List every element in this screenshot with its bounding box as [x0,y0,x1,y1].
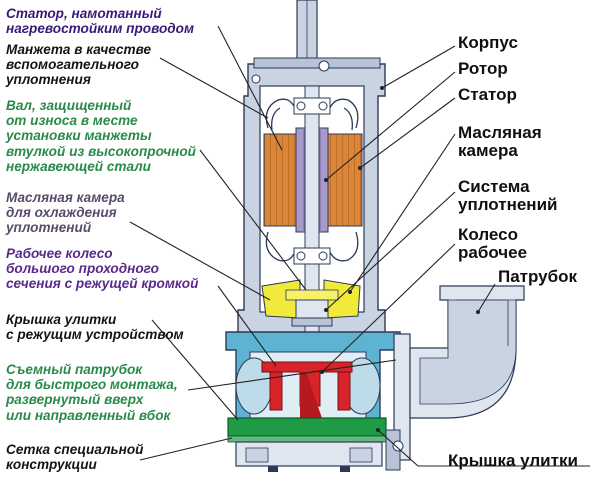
label-impeller-cutting: Рабочее колесо большого проходного сечен… [6,246,199,292]
oil-chamber [261,279,361,319]
label-oil-chamber: Масляная камера [458,123,542,161]
label-housing: Корпус [458,33,518,52]
label-volute-cover: Крышка улитки [448,451,578,470]
leader-endpoints [320,86,480,432]
label-oil-chamber-cooling: Масляная камера для охлаждения уплотнени… [6,190,125,236]
label-shaft-sleeve: Вал, защищенный от износа в месте устано… [6,98,196,174]
label-special-grid: Сетка специальной конструкции [6,442,144,473]
label-impeller: Колесо рабочее [458,225,528,263]
label-seal-system: Система уплотнений [458,177,558,215]
seal-system [291,299,333,327]
label-stator-winding: Статор, намотанный нагревостойким провод… [6,6,195,37]
bearings [293,97,331,265]
label-cuff-seal: Манжета в качестве вспомогательного упло… [6,42,152,88]
label-pipe: Патрубок [498,267,578,286]
label-stator: Статор [458,85,517,104]
label-rotor: Ротор [458,59,508,78]
label-removable-pipe: Съемный патрубок для быстрого монтажа, р… [6,362,178,423]
winding-end-turns-bottom [265,231,359,262]
volute-cover-base [227,417,387,443]
winding-end-turns-top [265,98,359,131]
impeller [261,361,353,418]
discharge-pipe [385,285,525,471]
leader-lines-left [129,25,397,461]
leader-lines-right [321,45,590,467]
pump-stand [235,441,383,472]
label-volute-cutter: Крышка улитки с режущим устройством [6,312,184,343]
